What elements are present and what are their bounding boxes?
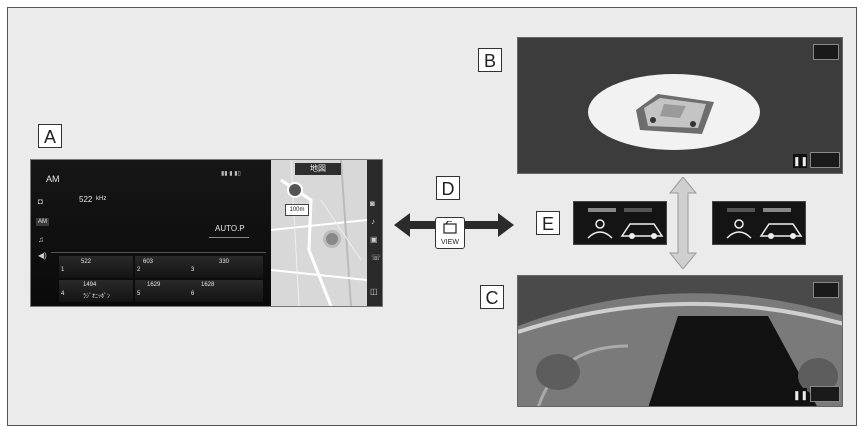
map-menu-icon[interactable]: ◙: [370, 199, 375, 208]
source-icon[interactable]: ◘: [38, 197, 43, 206]
road-view: [518, 276, 842, 406]
phone-icon[interactable]: ☏: [371, 253, 382, 262]
preset-4[interactable]: 4 1494 ﾗｼﾞｵﾆｯﾎﾟﾝ: [59, 280, 133, 302]
preset-number: 5: [137, 291, 141, 297]
preset-frequency: 603: [143, 259, 154, 265]
vehicle-marker: [323, 230, 341, 248]
frequency-value: 522: [79, 195, 93, 204]
preset-1[interactable]: 1 522: [59, 256, 133, 278]
preset-station-name: ﾗｼﾞｵﾆｯﾎﾟﾝ: [83, 294, 111, 300]
view-switch-button-left[interactable]: [573, 201, 667, 245]
view-button[interactable]: VIEW: [435, 217, 465, 249]
pause-button[interactable]: ❚❚: [793, 154, 809, 168]
view-switch-button-right[interactable]: [712, 201, 806, 245]
band-label: AM: [46, 174, 60, 184]
see-through-view-screen: ❚❚: [517, 275, 843, 407]
preset-3[interactable]: 3 330: [189, 256, 263, 278]
preset-number: 2: [137, 267, 141, 273]
map-side-bar: ◙ ♪ ▣ ☏ ◫: [367, 160, 382, 306]
preset-frequency: 522: [81, 259, 92, 265]
multimedia-screen: AM 522 kHz AUTO.P ◘ AM ♫ ◀) 1 522 2 603 …: [30, 159, 383, 307]
sound-settings-icon[interactable]: ♫: [38, 235, 44, 244]
split-view-icon[interactable]: ◫: [370, 287, 378, 296]
preset-divider: [51, 252, 266, 253]
side-source-label[interactable]: AM: [36, 218, 49, 226]
callout-e: E: [536, 211, 560, 235]
frequency-unit: kHz: [96, 196, 107, 202]
volume-icon[interactable]: ◀): [38, 251, 47, 260]
camera-switch-icon[interactable]: [813, 44, 839, 60]
view-mode-icon[interactable]: [810, 386, 840, 402]
callout-b: B: [478, 48, 502, 72]
audio-panel: AM 522 kHz AUTO.P ◘ AM ♫ ◀) 1 522 2 603 …: [31, 160, 271, 306]
preset-frequency: 1628: [201, 282, 215, 288]
preset-number: 3: [191, 267, 195, 273]
current-position-icon: [287, 182, 303, 198]
camera-switch-icon[interactable]: [813, 282, 839, 298]
preset-frequency: 330: [219, 259, 230, 265]
camera-icon: [443, 221, 457, 234]
callout-c: C: [480, 285, 504, 309]
status-icons: ▮▮ ▮ ▮▯: [221, 171, 241, 177]
preset-frequency: 1494: [83, 282, 97, 288]
view-button-label: VIEW: [441, 239, 459, 246]
vertical-double-arrow: [668, 177, 698, 269]
preset-number: 1: [61, 267, 65, 273]
callout-d: D: [436, 176, 460, 200]
preset-6[interactable]: 6 1628: [189, 280, 263, 302]
image-icon[interactable]: ▣: [370, 235, 378, 244]
auto-p-label[interactable]: AUTO.P: [215, 224, 245, 233]
preset-number: 4: [61, 291, 65, 297]
pause-button[interactable]: ❚❚: [793, 388, 809, 402]
driver-and-car-icon: [587, 208, 664, 239]
preset-number: 6: [191, 291, 195, 297]
preset-frequency: 1629: [147, 282, 161, 288]
map-scale: 100m: [285, 204, 309, 216]
music-icon[interactable]: ♪: [371, 217, 375, 226]
panoramic-view-screen: ❚❚: [517, 37, 843, 174]
driver-and-car-icon: [726, 208, 803, 239]
callout-a: A: [38, 124, 62, 148]
view-mode-icon[interactable]: [810, 152, 840, 168]
navigation-map[interactable]: 地図 100m: [271, 160, 367, 306]
auto-p-underline: [209, 237, 249, 238]
illustration-frame: A AM 522 kHz AUTO.P ◘ AM ♫ ◀) 1 522 2 60…: [7, 7, 857, 426]
vehicle-top-view: [588, 74, 760, 150]
map-tab[interactable]: 地図: [295, 163, 341, 175]
map-roads: [271, 160, 367, 306]
